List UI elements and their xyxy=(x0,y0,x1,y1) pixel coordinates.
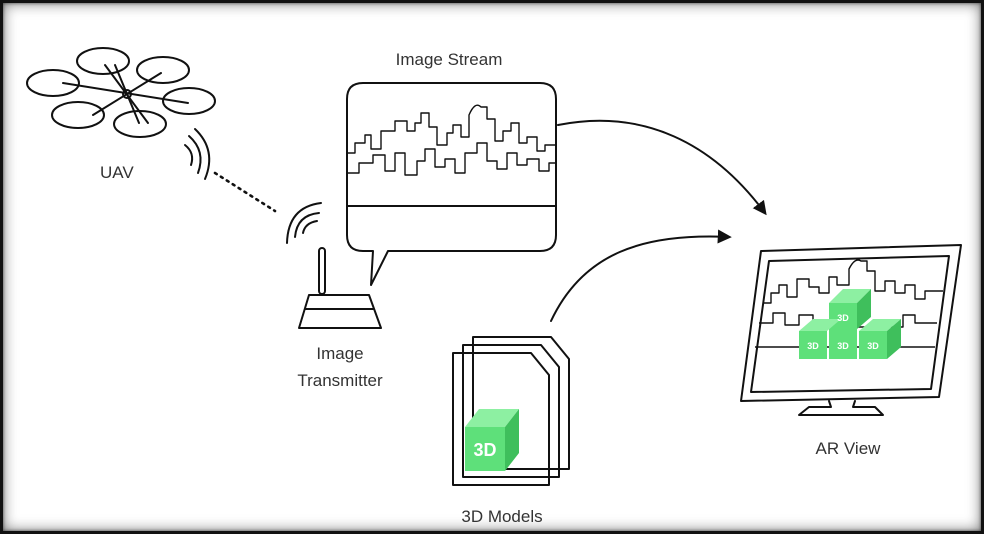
image-stream-label: Image Stream xyxy=(396,50,503,69)
city-skyline-icon xyxy=(347,104,556,154)
ar-cube-label-top: 3D xyxy=(837,313,849,323)
image-stream-bubble xyxy=(346,82,557,286)
wireless-link-dotted-line xyxy=(213,171,277,213)
ar-cube-label-right: 3D xyxy=(867,341,879,351)
diagram-canvas: UAV Image Transmitter Image Stream xyxy=(26,47,962,526)
3d-models-label: 3D Models xyxy=(461,507,542,526)
model-cube-label: 3D xyxy=(473,440,496,460)
transmitter-signal-icon xyxy=(286,202,322,244)
uav-signal-icon xyxy=(184,128,211,180)
models-to-ar-arrow xyxy=(550,229,732,322)
ar-cube-label-middle: 3D xyxy=(837,341,849,351)
image-transmitter-label-line2: Transmitter xyxy=(297,371,383,390)
ar-view-label: AR View xyxy=(816,439,882,458)
ar-view-monitor-icon xyxy=(740,244,962,416)
image-transmitter-label-line1: Image xyxy=(316,344,363,363)
3d-models-stack-icon: 3D xyxy=(452,336,570,486)
model-cube-icon xyxy=(465,409,519,471)
uav-drone-icon xyxy=(26,47,216,138)
image-transmitter-icon xyxy=(298,247,382,329)
uav-label: UAV xyxy=(100,163,134,182)
ar-cube-label-left: 3D xyxy=(807,341,819,351)
ar-cubes-icon: 3D 3D 3D 3D xyxy=(799,289,901,359)
stream-to-ar-arrow xyxy=(557,119,767,216)
